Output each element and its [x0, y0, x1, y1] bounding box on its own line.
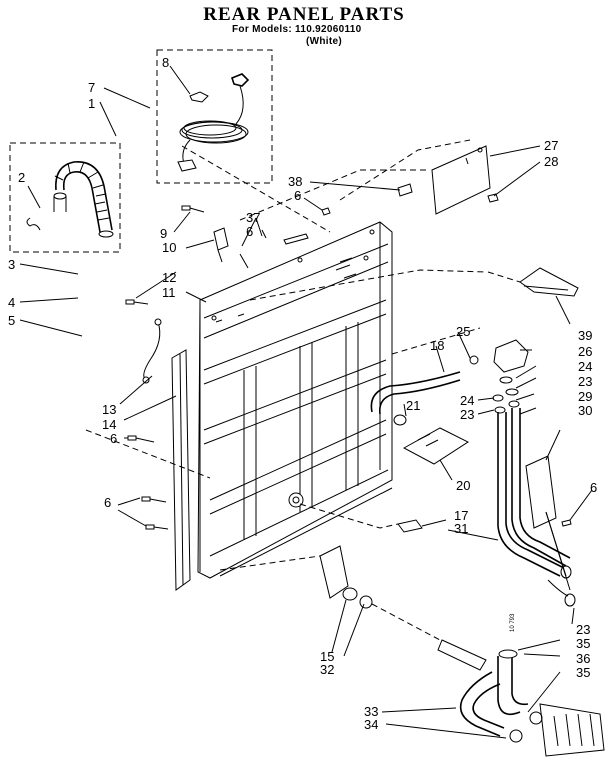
callout-35-upper: 35 — [576, 636, 590, 651]
callout-30: 30 — [578, 403, 592, 418]
rear-panel — [197, 221, 393, 579]
callout-20: 20 — [456, 478, 470, 493]
callout-23-right: 23 — [578, 374, 592, 389]
diagram-title: REAR PANEL PARTS — [203, 4, 405, 25]
inlet-tube — [370, 371, 470, 465]
callout-36: 36 — [576, 651, 590, 666]
callout-2: 2 — [18, 170, 25, 185]
callout-32: 32 — [320, 662, 334, 677]
callout-7: 7 — [88, 80, 95, 95]
callout-9: 9 — [160, 226, 167, 241]
callout-29: 29 — [578, 389, 592, 404]
assembly-lines — [85, 145, 487, 571]
callout-18: 18 — [430, 338, 444, 353]
model-color: (White) — [306, 36, 342, 47]
power-cord-inset — [156, 49, 273, 184]
water-valve — [469, 339, 529, 414]
cover-plate — [321, 139, 499, 216]
callout-6-top: 6 — [294, 188, 301, 203]
model-number: For Models: 110.92060110 — [232, 24, 362, 35]
callout-35-lower: 35 — [576, 665, 590, 680]
callout-23-bottom: 23 — [576, 622, 590, 637]
callout-8: 8 — [162, 55, 169, 70]
callout-23-left: 23 — [460, 407, 474, 422]
callout-5: 5 — [8, 313, 15, 328]
screws-left — [125, 205, 309, 530]
callout-1: 1 — [88, 96, 95, 111]
side-trim-strip — [171, 349, 191, 591]
callout-4: 4 — [8, 295, 15, 310]
side-code: 10 793 — [510, 613, 516, 632]
callout-10: 10 — [162, 240, 176, 255]
callout-labels: 7 1 8 2 3 4 5 9 10 12 11 13 14 6 6 15 32… — [8, 55, 597, 732]
callout-12: 12 — [162, 270, 176, 285]
drain-hose — [459, 649, 605, 757]
leader-lines — [19, 65, 593, 739]
callout-38: 38 — [288, 174, 302, 189]
callout-13: 13 — [102, 402, 116, 417]
bracket — [487, 267, 579, 297]
callout-27: 27 — [544, 138, 558, 153]
callout-31: 31 — [454, 521, 468, 536]
callout-33: 33 — [364, 704, 378, 719]
hose-bracket — [525, 455, 572, 529]
callout-39: 39 — [578, 328, 592, 343]
callout-17: 17 — [454, 508, 468, 523]
callout-6-mid: 6 — [246, 224, 253, 239]
callout-14: 14 — [102, 417, 116, 432]
callout-28: 28 — [544, 154, 558, 169]
callout-3: 3 — [8, 257, 15, 272]
drain-outlet — [319, 545, 487, 671]
callout-6-right: 6 — [590, 480, 597, 495]
callout-24-right: 24 — [578, 359, 592, 374]
callout-24-left: 24 — [460, 393, 474, 408]
callout-15: 15 — [320, 649, 334, 664]
callout-34: 34 — [364, 717, 378, 732]
callout-26: 26 — [578, 344, 592, 359]
plug — [397, 519, 423, 533]
callout-25: 25 — [456, 324, 470, 339]
drain-hose-inset — [9, 142, 121, 253]
callout-6-left-upper: 6 — [110, 431, 117, 446]
callout-6-left-lower: 6 — [104, 495, 111, 510]
callout-37: 37 — [246, 210, 260, 225]
callout-11: 11 — [162, 285, 176, 300]
callout-21: 21 — [406, 398, 420, 413]
